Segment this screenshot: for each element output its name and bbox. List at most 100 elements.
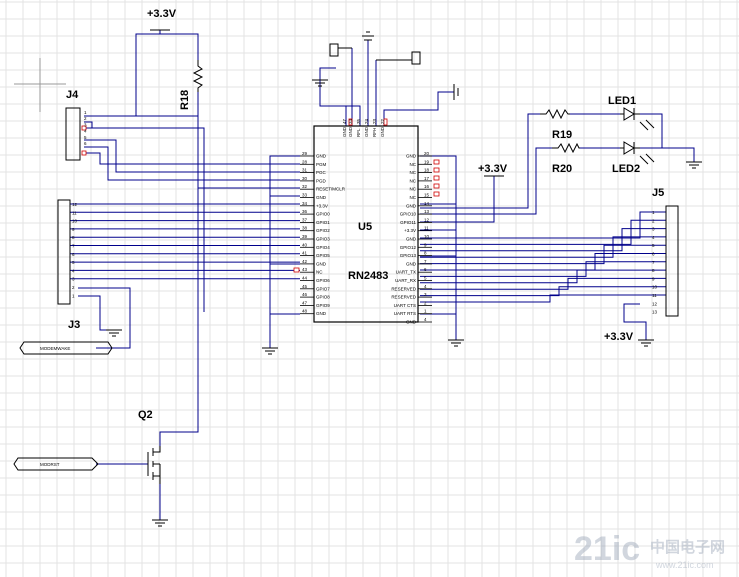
chip-right-pin-name: NC <box>410 195 417 200</box>
chip-left-pin-name: PGM <box>316 162 327 167</box>
chip-left-pin-name: GPIO3 <box>316 237 330 242</box>
chip-right-pin-num: 13 <box>424 209 430 214</box>
wire-j5-bus <box>420 236 666 258</box>
chip-right-pin-num: 20 <box>424 151 430 156</box>
chip-right-pin-name: GPIO12 <box>400 245 417 250</box>
chip-left-pin-num: 30 <box>302 176 308 181</box>
led2-label: LED2 <box>612 163 640 175</box>
gnd-symbol <box>312 79 328 87</box>
wire-top-gnd <box>345 105 361 126</box>
chip-left-pin-name: PGD <box>316 178 327 183</box>
j5-pin-number: 1 <box>652 210 655 215</box>
chip-left-pin-name: GPIO7 <box>316 286 330 291</box>
chip-left-pin-name: NC <box>316 270 323 275</box>
wire-j5-bus <box>420 261 666 277</box>
chip-right-pin-num: 4 <box>424 284 427 289</box>
chip-right-pin-num: 2 <box>424 300 427 305</box>
netlabel-modemwake: MODEMWAKE <box>40 346 70 351</box>
chip-left-pin-num: 36 <box>302 209 308 214</box>
led1-symbol <box>623 107 635 121</box>
chip-top-pin-num: 24 <box>364 118 369 124</box>
connector-j3-label: J3 <box>68 319 80 331</box>
chip-right-pin-num: 19 <box>424 159 430 164</box>
wire-led-gnd <box>662 147 695 162</box>
wire-led1 <box>420 113 540 209</box>
wires <box>70 30 695 520</box>
j4-pin-number: 3 <box>84 122 87 127</box>
chip-u5-body <box>313 125 419 323</box>
chip-left-pin-num: 48 <box>302 309 308 314</box>
connector-j5-label: J5 <box>652 187 664 199</box>
chip-right-pin-name: GND <box>406 203 417 208</box>
chip-left-pin-num: 29 <box>302 151 308 156</box>
chip-top-pin-num: 35 <box>356 118 361 124</box>
chip-left-pin-num: 31 <box>302 168 308 173</box>
chip-top-pin-num: 22 <box>380 118 385 124</box>
chip-left-pin-name: GPIO0 <box>316 212 330 217</box>
chip-left-pin-name: GND <box>316 154 327 159</box>
connector-j4 <box>65 107 81 161</box>
j5-pin-number: 11 <box>652 293 657 298</box>
j3-pin-number: 4 <box>72 268 75 273</box>
components <box>13 29 702 527</box>
chip-right-pin-name: NC <box>410 178 417 183</box>
led2-symbol <box>623 141 635 155</box>
resistor-r19-symbol <box>540 108 570 120</box>
resistor-r18-symbol <box>192 60 204 92</box>
j5-pin-number: 8 <box>652 268 655 273</box>
chip-left-pin-num: 41 <box>302 251 308 256</box>
j3-pin-number: 10 <box>72 219 78 224</box>
wire-led-common <box>640 113 663 149</box>
chip-right-pin-name: GND <box>406 261 417 266</box>
chip-right-pin-name: NC <box>410 170 417 175</box>
chip-left-pin-num: 44 <box>302 276 308 281</box>
wire-j5-bus <box>420 277 666 290</box>
chip-left-pin-num: 32 <box>302 184 308 189</box>
chip-right-pin-name: GND <box>406 154 417 159</box>
chip-right-pin-num: 12 <box>424 217 430 222</box>
chip-right-pin-name: RESERVED <box>391 295 416 300</box>
watermark: 21ic 中国电子网 www.21ic.com <box>574 530 725 570</box>
pad-rfh <box>411 51 421 65</box>
chip-right-pin-name: GPIO10 <box>400 212 417 217</box>
chip-right-pin-name: GPIO11 <box>400 220 416 225</box>
wire-33v-top <box>135 33 199 116</box>
chip-left-pin-name: GPIO4 <box>316 245 330 250</box>
chip-right-pin-num: 8 <box>424 251 427 256</box>
q2-drain-lead <box>153 446 161 453</box>
chip-right-pin-num: 1 <box>424 309 427 314</box>
chip-part-label: RN2483 <box>348 270 388 282</box>
power-label-mid: +3.3V <box>478 163 508 175</box>
chip-left-pin-name: +3.3V <box>316 203 328 208</box>
chip-left-pin-name: GND <box>316 311 327 316</box>
chip-left-pin-name: RESET/MCLR <box>316 187 346 192</box>
j3-pin-number: 11 <box>72 210 77 215</box>
chip-pin-leads <box>300 155 432 323</box>
wire-j4-2 <box>84 121 205 312</box>
connector-j5 <box>665 205 679 317</box>
chip-top-pin-name: GND <box>342 126 347 137</box>
gnd-symbol <box>686 161 702 169</box>
chip-left-pin-name: GND <box>316 261 327 266</box>
led1-arrow-2 <box>645 119 655 129</box>
chip-left-pin-num: 28 <box>302 159 308 164</box>
red-pin-markers <box>81 118 440 273</box>
chip-left-pin-num: 38 <box>302 226 308 231</box>
gnd-symbol <box>638 339 654 347</box>
chip-right-pin-num: 7 <box>424 259 427 264</box>
chip-left-pin-name: GPIO2 <box>316 228 330 233</box>
chip-left-pin-name: GPIO6 <box>316 278 330 283</box>
chip-right-pin-num: 5 <box>424 276 427 281</box>
chip-right-pin-name: GPIO13 <box>400 253 417 258</box>
wire-33v-mid <box>420 176 495 223</box>
chip-right-pin-name: NC <box>410 187 417 192</box>
chip-right-pin-name: NC <box>410 162 417 167</box>
chip-right-pin-num: 14 <box>424 201 430 206</box>
gnd-symbol <box>448 339 464 347</box>
j3-pin-number: 5 <box>72 260 75 265</box>
wire-j5-bus <box>420 211 666 239</box>
wire-j5-bus <box>420 228 666 252</box>
chip-left-pin-name: GPIO1 <box>316 220 330 225</box>
connector-j3 <box>57 199 71 305</box>
